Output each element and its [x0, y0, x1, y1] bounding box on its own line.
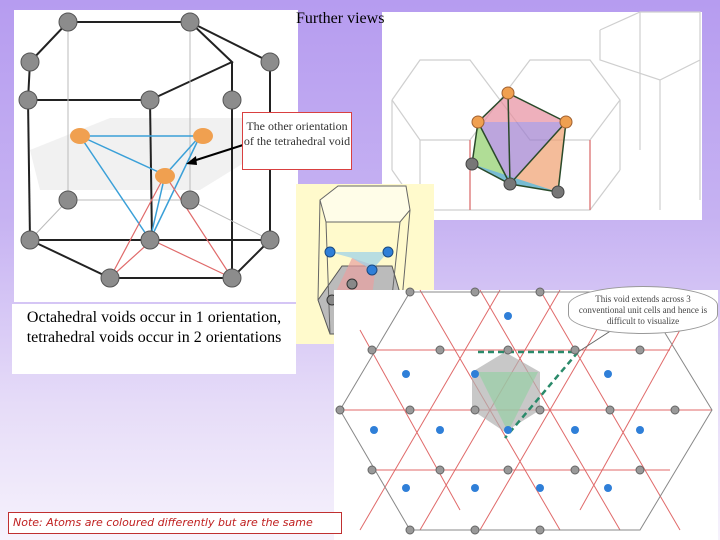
atoms-colour-note: Note: Atoms are coloured differently but…: [8, 512, 342, 534]
lattice-void-triangle: [478, 372, 538, 432]
prism-top-face: [319, 185, 411, 223]
octahedral-voids-text: Octahedral voids occur in 1 orientation,…: [12, 304, 296, 374]
callout-pointer: [577, 329, 613, 353]
lattice-grey-atoms: [335, 287, 680, 535]
grey-atoms: [18, 12, 280, 288]
void-pointer-arrow: [189, 144, 244, 163]
void-extent-callout: This void extends across 3 conventional …: [568, 286, 718, 334]
orange-atoms: [70, 128, 213, 184]
prism-blue-atoms: [324, 246, 394, 276]
lattice-blue-atoms: [370, 312, 644, 492]
page-title: Further views: [296, 10, 385, 27]
octahedron-orange-atoms: [471, 86, 573, 129]
tetrahedral-void-note: The other orientation of the tetrahedral…: [242, 112, 352, 170]
tetrahedron-blue-lines: [79, 135, 201, 241]
octahedron-grey-atoms: [465, 157, 565, 199]
octahedron-red-lines: [469, 140, 591, 210]
arrowhead: [186, 156, 197, 165]
